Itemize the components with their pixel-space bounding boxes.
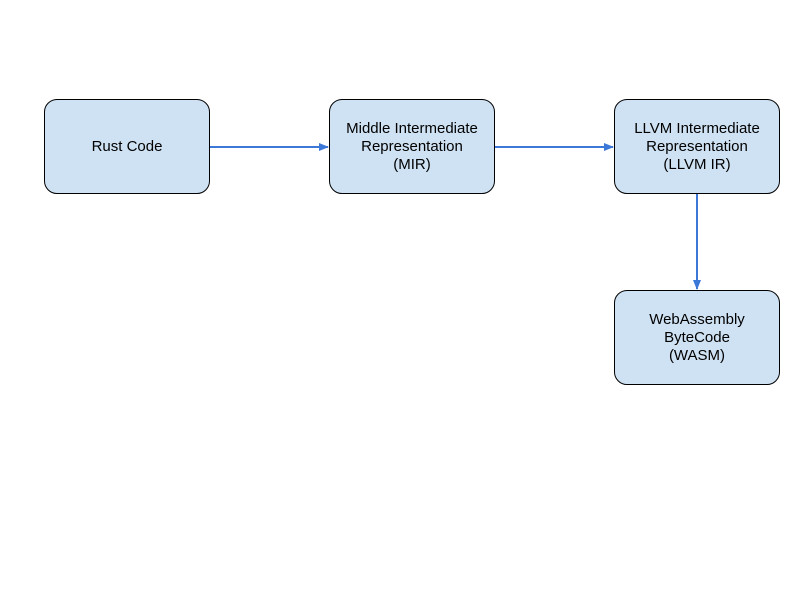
node-label-line: LLVM Intermediate — [634, 119, 760, 137]
node-label-line: (MIR) — [393, 155, 431, 173]
node-label-line: Rust Code — [91, 137, 163, 155]
node-label-line: WebAssembly — [649, 310, 745, 328]
node-label-line: (WASM) — [668, 346, 726, 364]
node-label-line: Middle Intermediate — [346, 119, 478, 137]
node-mir: Middle Intermediate Representation (MIR) — [329, 99, 495, 194]
node-label-line: Representation — [361, 137, 463, 155]
node-llvm-ir: LLVM Intermediate Representation (LLVM I… — [614, 99, 780, 194]
node-label-line: ByteCode — [664, 328, 730, 346]
node-label-line: (LLVM IR) — [663, 155, 731, 173]
node-wasm: WebAssembly ByteCode (WASM) — [614, 290, 780, 385]
node-label-line: Representation — [646, 137, 748, 155]
node-rust-code: Rust Code — [44, 99, 210, 194]
